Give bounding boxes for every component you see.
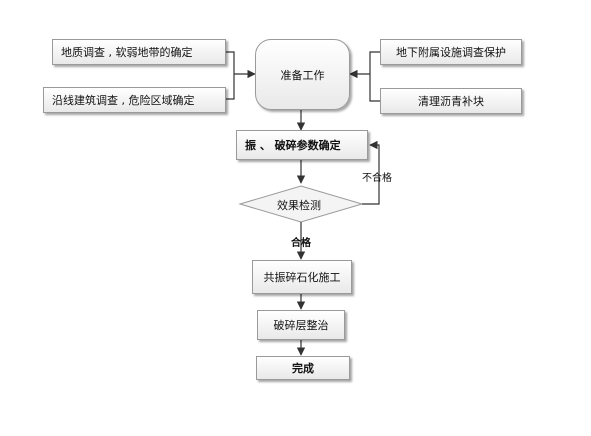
node-resonance-construction-text: 共振碎石化施工 [263, 271, 341, 284]
connector-right-merge [369, 51, 380, 102]
node-parameter-setting: 振 、 破碎参数确定 [236, 130, 368, 160]
connector-left-merge [226, 51, 235, 100]
node-geology-survey: 地质调查 , 软弱地带的确定 [52, 39, 226, 65]
node-asphalt-patch-text: 清理沥青补块 [418, 95, 484, 108]
decision-text: 效果检测 [277, 199, 321, 212]
node-geology-survey-text: 地质调查 , 软弱地带的确定 [61, 46, 193, 59]
node-resonance-construction: 共振碎石化施工 [252, 260, 352, 294]
node-complete: 完成 [256, 356, 350, 380]
node-preparation: 准备工作 [255, 39, 350, 110]
label-pass: 合格 [291, 238, 311, 249]
node-complete-text: 完成 [292, 362, 314, 375]
node-underground-facilities: 地下附属设施调查保护 [380, 39, 522, 65]
label-fail: 不合格 [362, 173, 392, 184]
node-underground-facilities-text: 地下附属设施调查保护 [396, 46, 506, 59]
connector-fail-loop [362, 140, 380, 205]
node-layer-treatment-text: 破碎层整治 [273, 319, 329, 332]
node-parameter-setting-text: 振 、 破碎参数确定 [245, 139, 341, 152]
node-preparation-text: 准备工作 [280, 68, 325, 82]
node-layer-treatment: 破碎层整治 [257, 310, 345, 340]
node-asphalt-patch: 清理沥青补块 [380, 88, 522, 114]
node-building-survey: 沿线建筑调查 , 危险区域确定 [43, 87, 226, 113]
node-building-survey-text: 沿线建筑调查 , 危险区域确定 [52, 94, 195, 107]
